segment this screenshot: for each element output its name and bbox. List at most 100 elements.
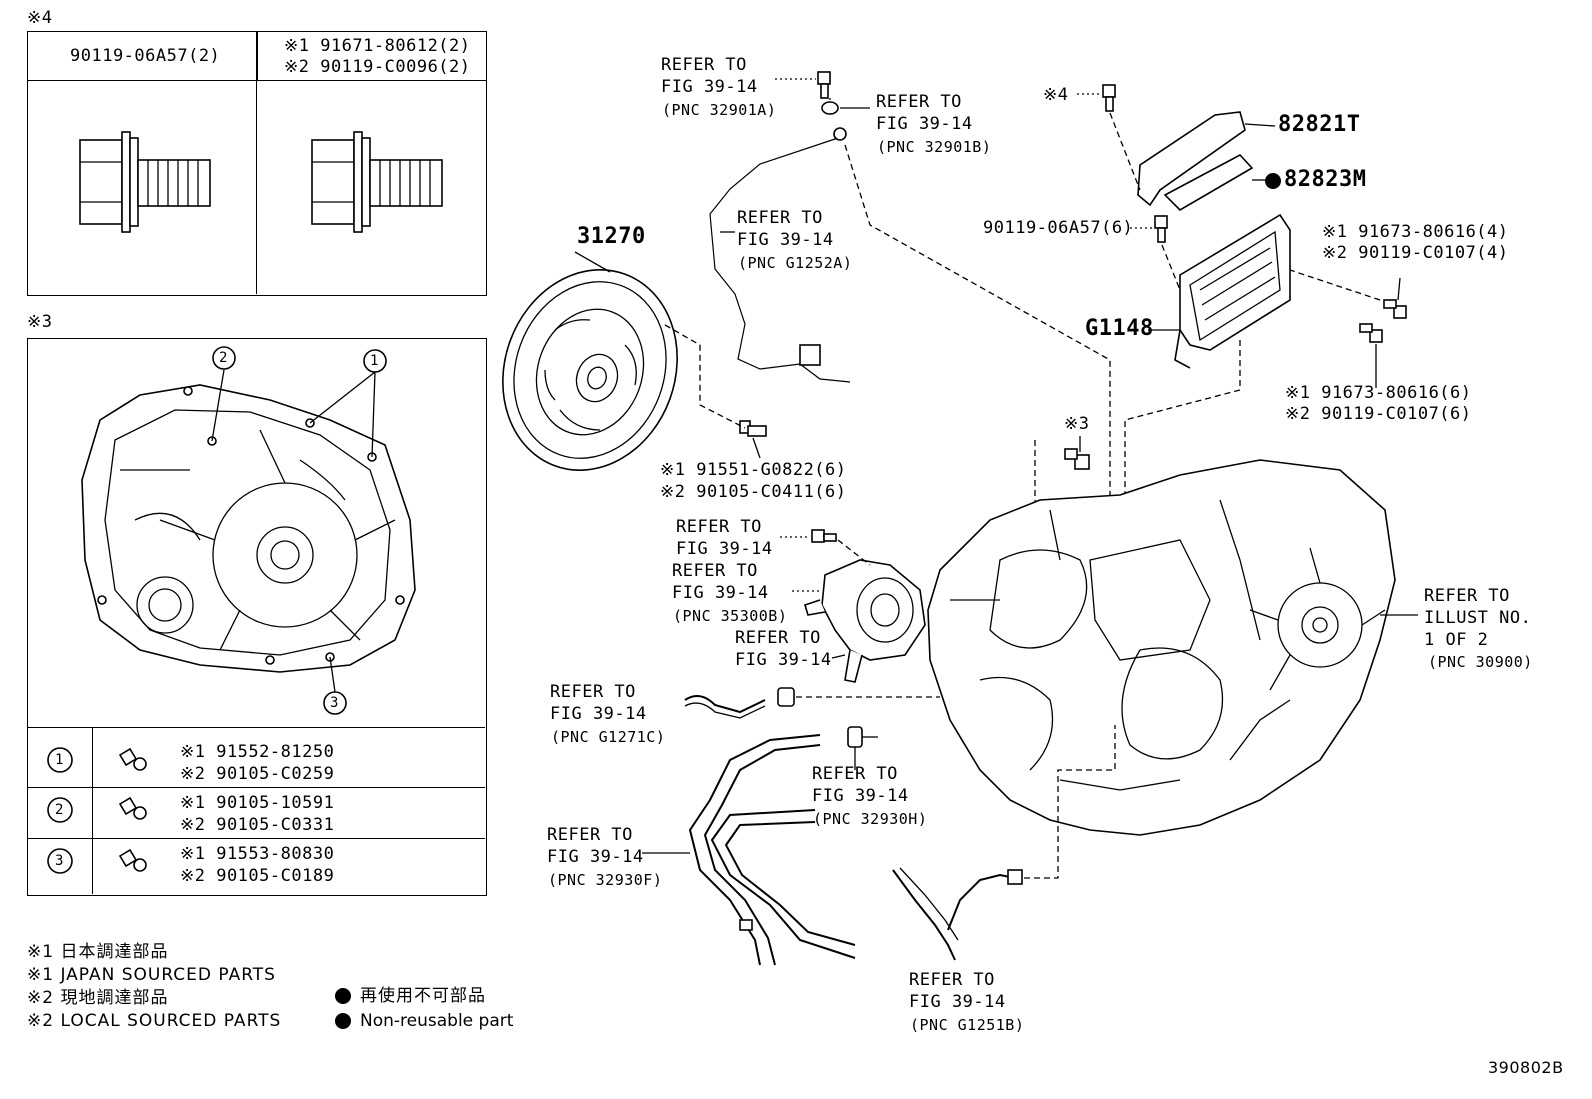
ref-30900-a: REFER TO xyxy=(1424,586,1510,606)
part-31270: 31270 xyxy=(577,224,646,249)
bolt-bot-line2: ※2 90119-C0107(6) xyxy=(1285,404,1472,424)
ref-32901A-b: FIG 39-14 xyxy=(661,77,758,97)
inset3-row3-no: 3 xyxy=(55,853,64,869)
inset3-transaxle-housing xyxy=(81,346,416,715)
clutch-bolt xyxy=(739,420,767,437)
ref-G1271C-c: (PNC G1271C) xyxy=(551,728,666,746)
ref-32901A-a: REFER TO xyxy=(661,55,747,75)
inset3-table-graphics xyxy=(47,747,147,874)
bolt-clutch-line2: ※2 90105-C0411(6) xyxy=(660,482,847,502)
ref-pump-bolt-a: REFER TO xyxy=(676,517,762,537)
ref-G1271C-a: REFER TO xyxy=(550,682,636,702)
part-G1148: G1148 xyxy=(1085,316,1154,341)
ref-35300B-b: FIG 39-14 xyxy=(672,583,769,603)
bolt-3 xyxy=(1064,448,1090,470)
top-bolt xyxy=(817,71,831,99)
inset4-col1: 90119-06A57(2) xyxy=(70,46,221,66)
g1148-bolt-c xyxy=(1359,323,1383,343)
ref-32930F-c: (PNC 32930F) xyxy=(548,871,663,889)
inset3-col-sep xyxy=(92,727,93,894)
inset4-bolt-left xyxy=(79,131,211,233)
inset3-tag: ※3 xyxy=(27,312,53,332)
ref-32930H-a: REFER TO xyxy=(812,764,898,784)
ref-G1252A-c: (PNC G1252A) xyxy=(738,254,853,272)
pump-35300B xyxy=(804,559,926,683)
hose-G1271C xyxy=(684,695,766,719)
inset3-row1-no: 1 xyxy=(55,752,64,768)
ref-30900-d: (PNC 30900) xyxy=(1428,653,1533,671)
inset3-callout-1: 1 xyxy=(370,353,379,369)
bolt-top-line2: ※2 90119-C0107(4) xyxy=(1322,243,1509,263)
breather-tube xyxy=(706,127,851,383)
figure-id: 390802B xyxy=(1488,1058,1564,1077)
inset3-row3-line1: ※1 91553-80830 xyxy=(180,844,335,864)
transaxle-assembly xyxy=(927,459,1396,836)
ref-G1252A-b: FIG 39-14 xyxy=(737,230,834,250)
ref-32901B-c: (PNC 32901B) xyxy=(877,138,992,156)
inset3-row1-line1: ※1 91552-81250 xyxy=(180,742,335,762)
ref-G1271C-b: FIG 39-14 xyxy=(550,704,647,724)
legend-non-reusable-jp: 再使用不可部品 xyxy=(360,986,486,1006)
non-reusable-marker xyxy=(1265,173,1281,189)
bolt-3-tag: ※3 xyxy=(1064,414,1090,434)
legend-line-4: ※2 LOCAL SOURCED PARTS xyxy=(27,1011,282,1031)
legend-bullet-2 xyxy=(335,1013,351,1029)
ref-pump-outlet-a: REFER TO xyxy=(735,628,821,648)
p31270-leader xyxy=(574,251,611,273)
ref-pump-bolt-b: FIG 39-14 xyxy=(676,539,773,559)
g1148-bolt-b xyxy=(1383,299,1407,319)
ref-35300B-a: REFER TO xyxy=(672,561,758,581)
ref-G1252A-a: REFER TO xyxy=(737,208,823,228)
inset3-row2-no: 2 xyxy=(55,802,64,818)
inset4-col2-line2: ※2 90119-C0096(2) xyxy=(284,57,471,77)
ref-G1251B-c: (PNC G1251B) xyxy=(910,1016,1025,1034)
clutch-bolt-dashline xyxy=(664,324,746,429)
ref-32930H-b: FIG 39-14 xyxy=(812,786,909,806)
hose-clip xyxy=(777,687,795,707)
inset4-header-left xyxy=(27,31,258,81)
bracket-82821T xyxy=(1137,111,1276,207)
legend-non-reusable-en: Non-reusable part xyxy=(360,1011,514,1031)
inset3-callout-3: 3 xyxy=(330,695,339,711)
ref-35300B-c: (PNC 35300B) xyxy=(673,607,788,625)
inset3-row-sep-2 xyxy=(27,838,485,839)
inset4-bolt-right xyxy=(311,131,443,233)
ref-32901B-b: FIG 39-14 xyxy=(876,114,973,134)
inset4-col2-line1: ※1 91671-80612(2) xyxy=(284,36,471,56)
ref-30900-b: ILLUST NO. xyxy=(1424,608,1532,628)
flywheel-disc xyxy=(502,269,678,471)
bolt-clutch-line1: ※1 91551-G0822(6) xyxy=(660,460,847,480)
legend-line-3: ※2 現地調達部品 xyxy=(27,988,169,1008)
hose-32930F xyxy=(688,734,856,966)
ref-G1251B-a: REFER TO xyxy=(909,970,995,990)
hose-G1251B xyxy=(892,867,1023,961)
ref-30900-c: 1 OF 2 xyxy=(1424,630,1489,650)
hose-clip-32930H xyxy=(847,726,863,748)
inset3-box xyxy=(27,338,487,896)
inset3-row1-line2: ※2 90105-C0259 xyxy=(180,764,335,784)
legend-line-1: ※1 日本調達部品 xyxy=(27,942,169,962)
ref-pump-outlet-b: FIG 39-14 xyxy=(735,650,832,670)
inset3-row-sep-1 xyxy=(27,787,485,788)
top-washer xyxy=(821,101,839,115)
bolt-bot-line1: ※1 91673-80616(6) xyxy=(1285,383,1472,403)
ref-32930F-a: REFER TO xyxy=(547,825,633,845)
inset4-header-right xyxy=(256,31,487,81)
control-unit-G1148 xyxy=(1174,213,1291,369)
ref-32901A-c: (PNC 32901A) xyxy=(662,101,777,119)
inset3-row2-line2: ※2 90105-C0331 xyxy=(180,815,335,835)
ref-32930F-b: FIG 39-14 xyxy=(547,847,644,867)
g1148-bolt-a xyxy=(1154,215,1168,243)
bolt-4-tag: ※4 xyxy=(1043,85,1069,105)
bolt-90119-06A57: 90119-06A57(6) xyxy=(983,218,1134,238)
inset4-tag: ※4 xyxy=(27,8,53,28)
bolt-top-line1: ※1 91673-80616(4) xyxy=(1322,222,1509,242)
inset4-divider xyxy=(256,79,257,294)
gasket-82823M xyxy=(1163,154,1265,212)
inset3-callout-2: 2 xyxy=(219,350,228,366)
pump-bolt xyxy=(811,529,837,543)
legend-line-2: ※1 JAPAN SOURCED PARTS xyxy=(27,965,276,985)
part-82821T: 82821T xyxy=(1278,112,1361,137)
bolt-4 xyxy=(1102,84,1116,112)
